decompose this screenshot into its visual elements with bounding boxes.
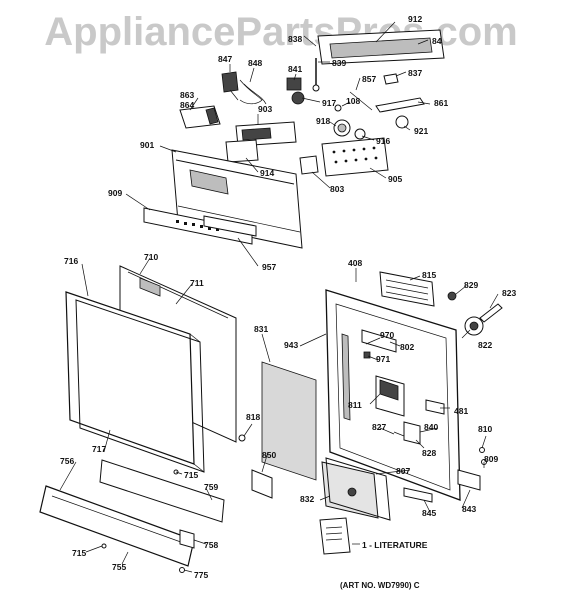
label-481: 481: [454, 406, 468, 416]
part-802-970-bracket: [361, 329, 397, 353]
label-828: 828: [422, 448, 436, 458]
label-857: 857: [362, 74, 376, 84]
part-957-panel: [203, 215, 257, 237]
part-917-knob: [291, 91, 305, 105]
label-971: 971: [376, 354, 390, 364]
label-715-lower: 715: [72, 548, 86, 558]
label-848: 848: [248, 58, 262, 68]
label-912: 912: [408, 14, 422, 24]
label-803: 803: [330, 184, 344, 194]
part-863-864-bracket: [179, 105, 221, 129]
label-818: 818: [246, 412, 260, 422]
label-901: 901: [140, 140, 154, 150]
label-916: 916: [376, 136, 390, 146]
part-818-screw: [238, 434, 246, 442]
label-408: 408: [348, 258, 362, 268]
label-957: 957: [262, 262, 276, 272]
label-823: 823: [502, 288, 516, 298]
part-861-lever: [375, 97, 425, 113]
label-970: 970: [380, 330, 394, 340]
art-number: (ART NO. WD7990) C: [340, 581, 420, 590]
label-841: 841: [288, 64, 302, 74]
label-810: 810: [478, 424, 492, 434]
label-717: 717: [92, 444, 106, 454]
label-839: 839: [332, 58, 346, 68]
part-775-screw: [179, 567, 185, 573]
label-809: 809: [484, 454, 498, 464]
label-863: 863: [180, 90, 194, 100]
label-909: 909: [108, 188, 122, 198]
label-845: 845: [422, 508, 436, 518]
label-759: 759: [204, 482, 218, 492]
label-811: 811: [348, 400, 362, 410]
label-758: 758: [204, 540, 218, 550]
label-861: 861: [434, 98, 448, 108]
label-847: 847: [218, 54, 232, 64]
part-823-arm: [479, 303, 503, 323]
part-839-rod: [312, 58, 320, 92]
part-918-knob: [333, 119, 351, 137]
part-831-insulation: [261, 361, 317, 481]
part-914-panel: [225, 139, 259, 163]
part-848-wires: [239, 79, 267, 105]
label-831: 831: [254, 324, 268, 334]
part-758-clip: [179, 529, 195, 549]
part-811-dispenser: [375, 375, 405, 417]
part-857-spring: [349, 91, 373, 111]
label-755: 755: [112, 562, 126, 572]
label-864: 864: [180, 100, 194, 110]
label-840: 840: [424, 422, 438, 432]
label-838: 838: [288, 34, 302, 44]
part-841-switch: [286, 77, 302, 91]
label-914: 914: [260, 168, 274, 178]
label-807: 807: [396, 466, 410, 476]
label-917: 917: [322, 98, 336, 108]
label-837: 837: [408, 68, 422, 78]
part-716-717-outer-door: [65, 291, 205, 473]
label-843: 843: [462, 504, 476, 514]
label-832: 832: [300, 494, 314, 504]
part-832-baffle: [325, 457, 391, 521]
part-803-clip: [299, 155, 319, 175]
part-829-knob: [447, 291, 457, 301]
label-827: 827: [372, 422, 386, 432]
label-84: 84: [432, 36, 442, 46]
part-921-knob: [395, 115, 409, 129]
part-845-843-hinge: [403, 469, 481, 503]
label-756: 756: [60, 456, 74, 466]
part-971-clip: [363, 351, 371, 359]
label-711: 711: [190, 278, 204, 288]
part-912-bracket: [317, 29, 445, 65]
label-905: 905: [388, 174, 402, 184]
part-847-harness: [221, 71, 239, 101]
part-905-board: [321, 137, 389, 177]
part-756-755-kickplate: [39, 485, 195, 567]
label-921: 921: [414, 126, 428, 136]
part-916-knob: [354, 128, 366, 140]
label-710: 710: [144, 252, 158, 262]
label-815: 815: [422, 270, 436, 280]
label-775: 775: [194, 570, 208, 580]
label-802: 802: [400, 342, 414, 352]
part-837: [383, 73, 399, 85]
part-759-panel: [99, 459, 225, 523]
label-829: 829: [464, 280, 478, 290]
part-850-bracket: [251, 469, 273, 499]
literature-label: 1 - LITERATURE: [362, 540, 428, 550]
label-822: 822: [478, 340, 492, 350]
label-850: 850: [262, 450, 276, 460]
part-481-actuator: [425, 399, 445, 415]
label-903: 903: [258, 104, 272, 114]
label-943: 943: [284, 340, 298, 350]
label-715-upper: 715: [184, 470, 198, 480]
part-labels: 912 838 84 847 848 841 839 857 837 863 8…: [60, 14, 516, 590]
label-108: 108: [346, 96, 360, 106]
leader-lines: [59, 21, 499, 573]
label-918: 918: [316, 116, 330, 126]
part-108-small: [334, 104, 342, 112]
literature-booklet: [319, 517, 351, 555]
part-815-vent: [379, 271, 435, 307]
label-716: 716: [64, 256, 78, 266]
